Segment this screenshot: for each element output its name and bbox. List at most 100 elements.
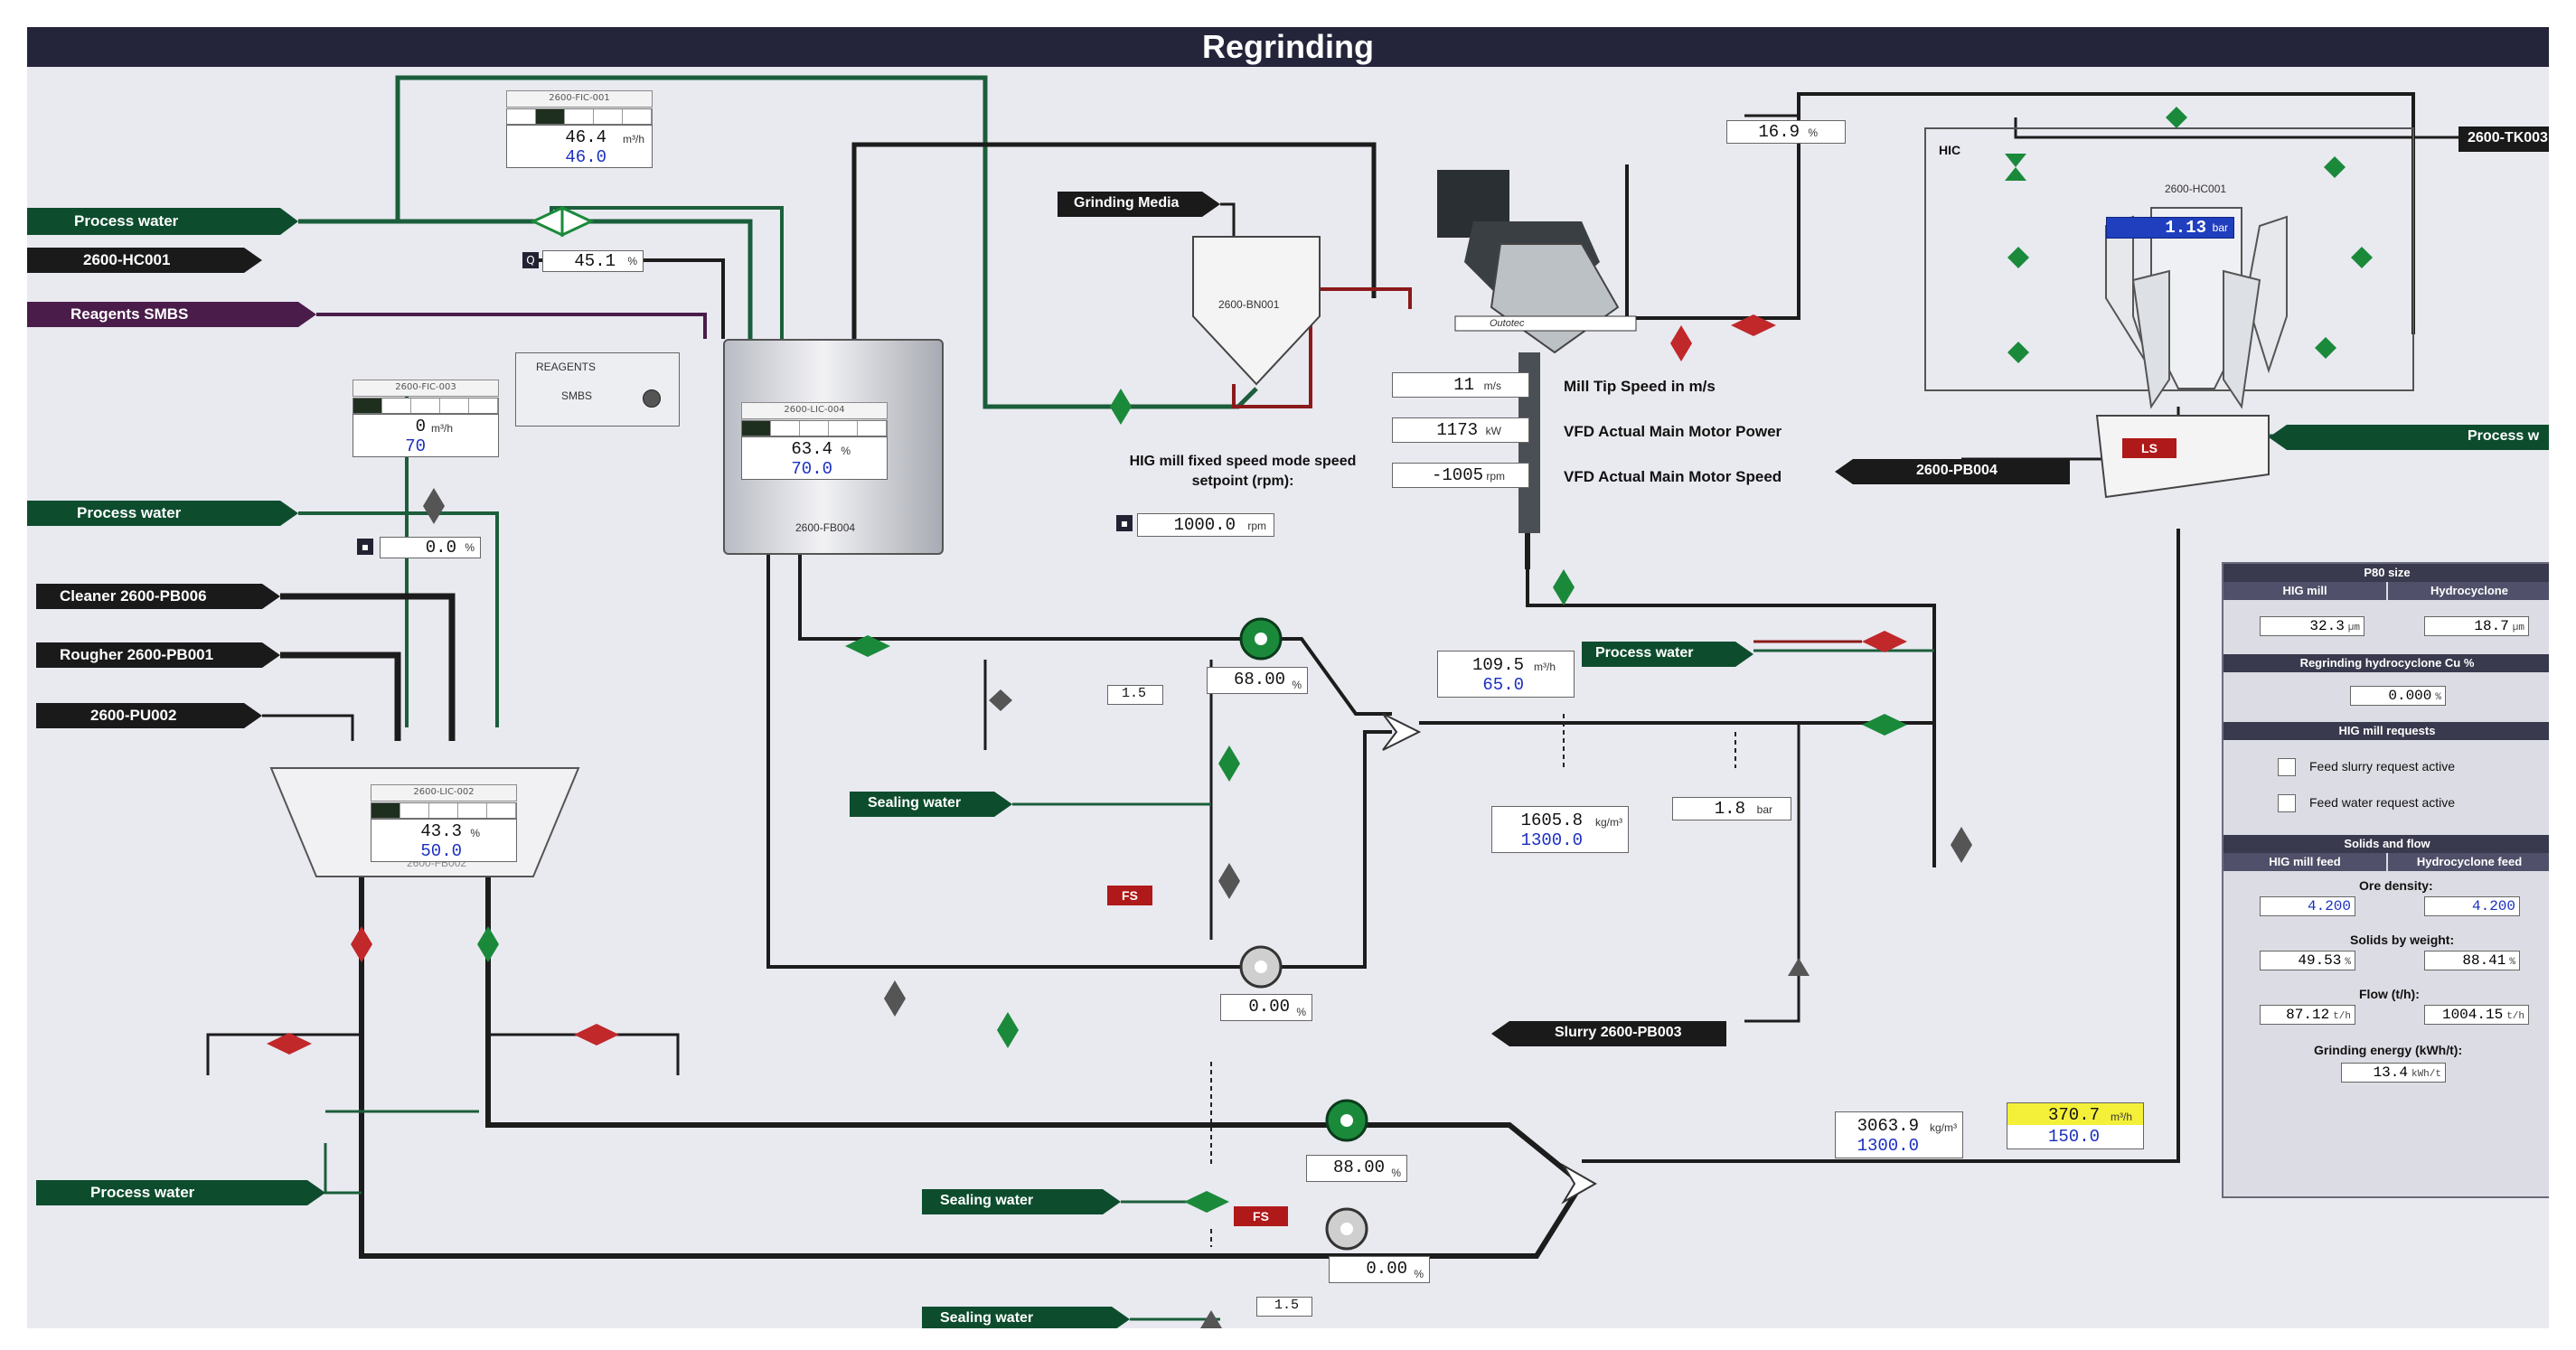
motor-speed-value: -1005 [1431, 465, 1483, 485]
hc-cluster-label: 2600-HC001 [2165, 183, 2227, 195]
pump2-faceplate[interactable]: 0.00 % [1220, 994, 1312, 1021]
pipe-hc-overflow-right [2014, 117, 2458, 139]
pipe-reagents [316, 313, 707, 339]
valve-red-mill-2 [1731, 314, 1776, 336]
pressure-faceplate[interactable]: 1.8 bar [1672, 797, 1791, 820]
valve-hic-7 [2315, 337, 2336, 359]
valve-sealing-3 [1200, 1310, 1222, 1328]
cu-box[interactable]: 0.000% [2350, 686, 2446, 706]
ore-density-hc[interactable]: 4.200 [2424, 896, 2520, 916]
p80-col-mill: HIG mill [2223, 582, 2386, 600]
fixed-speed-faceplate[interactable]: 1000.0 rpm [1137, 513, 1274, 537]
ls-flag[interactable]: LS [2122, 438, 2176, 458]
reagents-box[interactable]: REAGENTS SMBS [515, 352, 680, 427]
valve-grey-left [423, 488, 445, 524]
p80-hc-unit: µm [2512, 623, 2524, 633]
motor-power-faceplate[interactable]: 1173 kW [1392, 417, 1529, 443]
lic-hopper-faceplate[interactable]: 43.3 % 50.0 [371, 819, 517, 862]
label-pb004: 2600-PB004 [1916, 463, 1998, 478]
hc-pct-mode[interactable]: Q [522, 252, 539, 268]
valve-red-pw [1862, 631, 1907, 652]
solids-mill-box[interactable]: 49.53% [2260, 951, 2355, 970]
density-mill-value: 1605.8 [1520, 811, 1583, 830]
req-slurry-label: Feed slurry request active [2309, 759, 2456, 773]
valve-green-hopper [477, 926, 499, 962]
solids-weight-label: Solids by weight: [2350, 933, 2455, 947]
pump-4 [1325, 1207, 1368, 1251]
density-mill-faceplate[interactable]: 1605.8 kg/m³ 1300.0 [1491, 806, 1629, 853]
pump1-faceplate[interactable]: 68.00 % [1207, 667, 1308, 694]
lic-tank-faceplate[interactable]: 63.4 % 70.0 [741, 436, 888, 480]
surge-tank-label: 2600-FB004 [795, 521, 856, 534]
arrow-grinding-media [1058, 192, 1220, 217]
fixed-speed-mode[interactable]: ▪ [1116, 515, 1133, 531]
arrow-sealing-water-1 [850, 792, 1012, 817]
hc-pct-faceplate[interactable]: 45.1 % [542, 250, 644, 272]
pipe-tank-outlet [766, 551, 1392, 969]
pipe-hopper-out-2 [485, 867, 1584, 1186]
motor-power-label: VFD Actual Main Motor Power [1564, 423, 1782, 440]
hc-pct-unit: % [627, 255, 637, 267]
pct-left-mode[interactable]: ▪ [357, 539, 373, 555]
hc-flow-top-faceplate[interactable]: 16.9 % [1726, 120, 1846, 144]
tip-speed-faceplate[interactable]: 11 m/s [1392, 372, 1529, 398]
label-slurry: Slurry 2600-PB003 [1555, 1025, 1682, 1040]
panel-flow-mill-unit: t/h [2333, 1011, 2351, 1022]
hic-frame [1924, 127, 2414, 391]
lic-hopper-value: 43.3 [420, 821, 462, 841]
fs-flag-2[interactable]: FS [1234, 1206, 1288, 1226]
pipe-mill-feed [1526, 569, 1936, 867]
fic-top-faceplate[interactable]: 46.4 m³/h 46.0 [506, 125, 653, 168]
lic-hopper-mode-bar[interactable] [371, 802, 517, 819]
tag-lic-tank[interactable]: 2600-LIC-004 [741, 402, 888, 419]
solids-hc-unit: % [2509, 957, 2515, 968]
motor-speed-faceplate[interactable]: -1005 rpm [1392, 463, 1529, 488]
arrow-process-water-2 [27, 501, 298, 526]
label-process-water-1: Process water [74, 212, 179, 230]
solids-hc-box[interactable]: 88.41% [2424, 951, 2520, 970]
pipe-hopper-out-1 [359, 867, 1584, 1259]
lic-hopper-unit: % [470, 827, 480, 839]
pct-left-faceplate[interactable]: 0.0 % [380, 537, 481, 558]
arrow-rougher [36, 642, 280, 668]
pump1-mode-box[interactable]: 1.5 [1107, 685, 1163, 705]
lic-tank-mode-bar[interactable] [741, 420, 888, 436]
flow-mill-faceplate[interactable]: 109.5 m³/h 65.0 [1437, 651, 1575, 698]
label-process-water-2: Process water [77, 504, 182, 521]
density-hc-faceplate[interactable]: 3063.9 kg/m³ 1300.0 [1835, 1111, 1963, 1158]
fic-left-faceplate[interactable]: 0 m³/h 70 [353, 414, 499, 457]
tag-lic-hopper[interactable]: 2600-LIC-002 [371, 784, 517, 802]
valve-grey-slurry [1788, 958, 1810, 976]
density-mill-setpoint: 1300.0 [1520, 830, 1583, 850]
fic-top-mode-bar[interactable] [506, 108, 653, 125]
energy-value: 13.4 [2373, 1064, 2408, 1081]
label-process-water-right: Process w [2468, 428, 2540, 444]
label-pu002: 2600-PU002 [90, 707, 177, 724]
pump4-faceplate[interactable]: 0.00 % [1329, 1256, 1430, 1283]
ore-density-mill[interactable]: 4.200 [2260, 896, 2355, 916]
fs-flag-1[interactable]: FS [1107, 886, 1152, 905]
req-slurry-indicator[interactable] [2278, 758, 2296, 776]
hc-pressure-faceplate[interactable]: 1.13 bar [2106, 217, 2234, 239]
flow-hc-faceplate[interactable]: 370.7 m³/h 150.0 [2007, 1102, 2144, 1149]
reagents-title: REAGENTS [536, 361, 597, 373]
req-water-indicator[interactable] [2278, 794, 2296, 812]
req-water-label: Feed water request active [2309, 795, 2456, 810]
smbs-status-indicator[interactable] [643, 389, 661, 408]
screen-title: Regrinding [1202, 28, 1374, 65]
ls-mode-box[interactable]: 1.5 [1256, 1297, 1312, 1317]
fic-left-mode-bar[interactable] [353, 398, 499, 414]
pct-left-value: 0.0 [425, 538, 456, 558]
arrow-slurry [1491, 1021, 1726, 1046]
tag-fic-left[interactable]: 2600-FIC-003 [353, 380, 499, 397]
tag-fic-top[interactable]: 2600-FIC-001 [506, 90, 653, 108]
valve-grey-right [989, 689, 1012, 711]
pump3-faceplate[interactable]: 88.00 % [1306, 1155, 1407, 1182]
pump1-unit: % [1292, 679, 1302, 691]
valve-green-tank [845, 635, 890, 657]
